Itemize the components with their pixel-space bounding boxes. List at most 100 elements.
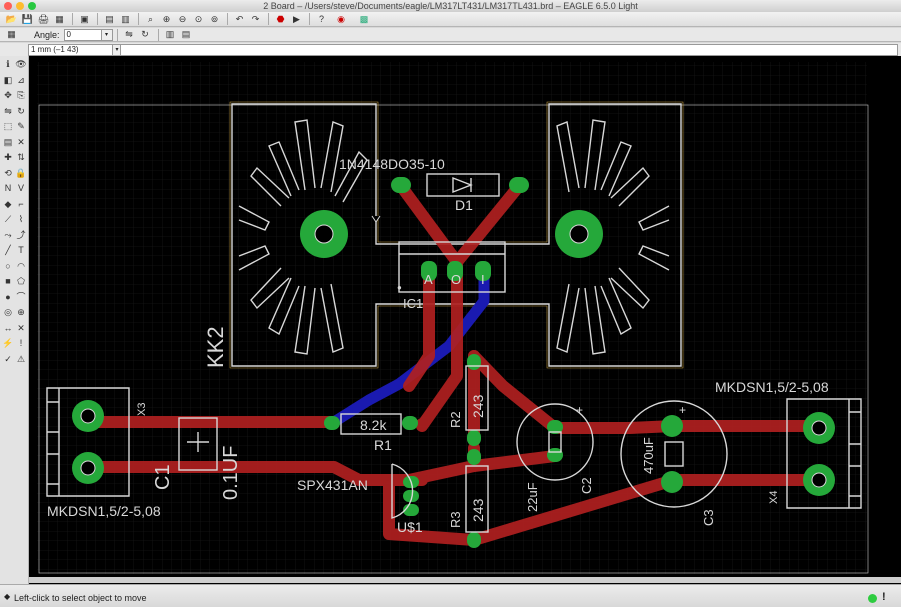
window-title: 2 Board – /Users/steve/Documents/eagle/L… <box>263 1 638 11</box>
r1-value-label: 8.2k <box>360 417 387 433</box>
split-icon[interactable]: ⟋ <box>4 214 12 224</box>
errors-icon[interactable]: ⚠ <box>16 353 26 364</box>
board-canvas[interactable]: KK2 <box>29 56 901 584</box>
arc-icon[interactable]: ◠ <box>17 260 25 271</box>
erc-icon[interactable]: ! <box>19 338 23 348</box>
zoom-redraw-icon[interactable]: ⊙ <box>194 13 203 24</box>
redo-icon[interactable]: ↷ <box>251 13 260 24</box>
optimize-icon[interactable]: ⌇ <box>18 214 24 224</box>
x4-value-label: MKDSN1,5/2-5,08 <box>715 379 829 395</box>
r2-name-label: R2 <box>448 411 463 428</box>
x3-name-label: X3 <box>136 403 148 416</box>
u1-name-label: U$1 <box>397 519 423 535</box>
save-icon[interactable]: 💾 <box>21 13 34 24</box>
minimize-window-button[interactable] <box>16 2 24 10</box>
horizontal-scrollbar[interactable] <box>29 577 901 583</box>
r1-name-label: R1 <box>374 437 392 453</box>
delete-icon[interactable]: ✕ <box>17 136 25 147</box>
rect-icon[interactable]: ■ <box>5 276 11 286</box>
command-line-input[interactable] <box>120 44 898 56</box>
rotate-icon[interactable]: ↻ <box>17 105 25 116</box>
value-icon[interactable]: V <box>17 183 24 193</box>
drill-holes <box>80 224 827 488</box>
help-icon[interactable]: ? <box>318 14 324 24</box>
replace-icon[interactable]: ⟲ <box>4 167 12 178</box>
zoom-fit-icon[interactable]: ⌕ <box>147 13 154 24</box>
origin-marker <box>371 198 381 223</box>
group-icon[interactable]: ⬚ <box>3 121 13 131</box>
run-icon[interactable]: ▥ <box>121 13 130 24</box>
open-icon[interactable]: 📂 <box>5 13 18 24</box>
c1-name-label: C1 <box>152 464 174 490</box>
ripup-icon[interactable]: ⤴ <box>16 229 26 240</box>
warning-icon[interactable]: ! <box>882 591 886 603</box>
change-icon[interactable]: ✎ <box>17 121 25 131</box>
stop-icon[interactable]: ⬣ <box>276 13 285 24</box>
close-window-button[interactable] <box>4 2 12 10</box>
heatsink-fins-left <box>238 119 368 355</box>
layer-icon[interactable]: ▦ <box>7 29 16 39</box>
auto-icon[interactable]: ⚡ <box>2 338 14 348</box>
circle-icon[interactable]: ○ <box>5 260 11 271</box>
status-arrow-icon: ◆ <box>4 592 11 601</box>
undo-icon[interactable]: ↶ <box>235 13 244 24</box>
ic1-pin-o-label: O <box>451 272 461 287</box>
info-icon[interactable]: ℹ <box>6 59 10 69</box>
parameter-toolbar: ▦ Angle: 0 ▾ ⇋ ↻ ▥ ▤ <box>0 28 901 42</box>
script-icon[interactable]: ▤ <box>105 13 114 24</box>
angle-dropdown-icon[interactable]: ▾ <box>101 28 113 41</box>
ic1-name-label: IC1 <box>403 296 423 311</box>
via-icon[interactable]: ● <box>5 291 11 302</box>
grid-icon[interactable]: ▥ <box>165 29 175 39</box>
mirror-tool-icon[interactable]: ⇋ <box>4 105 12 116</box>
grid-readout[interactable]: 1 mm (–1 43) <box>28 44 118 56</box>
x3-value-label: MKDSN1,5/2-5,08 <box>47 503 161 519</box>
ic1-pin-a-label: A <box>424 272 433 287</box>
lock-icon[interactable]: 🔒 <box>15 167 27 178</box>
miter-icon[interactable]: ⌐ <box>18 198 24 209</box>
mark-icon[interactable]: ⊿ <box>17 74 25 85</box>
copy-icon[interactable]: ⎘ <box>17 90 25 100</box>
dimension-icon[interactable]: ↔ <box>3 322 13 333</box>
board-icon[interactable]: ▣ <box>80 13 89 24</box>
go-icon[interactable]: ▶ <box>293 13 300 24</box>
angle-input[interactable]: 0 <box>63 28 102 41</box>
c3-value-label: 470uF <box>641 437 656 474</box>
show-icon[interactable]: 👁 <box>15 59 27 69</box>
signal-icon[interactable]: ⌒ <box>16 291 26 302</box>
print-icon[interactable]: 🖨 <box>37 13 50 24</box>
silk-glyphs: + + ● <box>397 283 686 417</box>
wire-icon[interactable]: ╱ <box>5 245 11 255</box>
add-icon[interactable]: ✚ <box>4 152 12 162</box>
r3-value-label: 243 <box>470 498 486 522</box>
zoom-select-icon[interactable]: ⊚ <box>210 13 219 24</box>
pinswap-icon[interactable]: ⇅ <box>17 152 25 162</box>
hole-icon[interactable]: ◎ <box>4 307 12 317</box>
mirror-icon[interactable]: ⇋ <box>125 29 133 39</box>
zoom-in-icon[interactable]: ⊕ <box>162 13 171 24</box>
paste-icon[interactable]: ▤ <box>3 136 13 147</box>
attribute-icon[interactable]: ⊕ <box>17 307 25 317</box>
route-icon[interactable]: ⤳ <box>4 229 12 240</box>
ratsnest-icon[interactable]: ✕ <box>17 322 25 333</box>
spin-icon[interactable]: ↻ <box>141 29 149 39</box>
zoom-window-button[interactable] <box>28 2 36 10</box>
polygon-icon[interactable]: ⬠ <box>17 276 25 286</box>
cam-icon[interactable]: ▦ <box>55 13 64 24</box>
smash-icon[interactable]: ◆ <box>4 198 12 209</box>
display-icon[interactable]: ◧ <box>3 74 13 85</box>
svg-text:●: ● <box>397 283 402 292</box>
heatsink-kk2[interactable] <box>229 101 684 369</box>
r3-name-label: R3 <box>448 511 463 528</box>
grid-alt-icon[interactable]: ▤ <box>181 29 191 39</box>
zoom-out-icon[interactable]: ⊖ <box>178 13 187 24</box>
window-controls <box>4 2 36 10</box>
c1-value-label: 0.1UF <box>220 446 242 500</box>
name-icon[interactable]: N <box>4 183 12 193</box>
text-icon[interactable]: T <box>18 245 24 255</box>
move-icon[interactable]: ✥ <box>4 90 12 100</box>
heatsink-fins-right <box>556 119 670 355</box>
svg-text:+: + <box>576 403 583 417</box>
d1-name-label: D1 <box>455 197 473 213</box>
drc-icon[interactable]: ✓ <box>4 353 12 364</box>
